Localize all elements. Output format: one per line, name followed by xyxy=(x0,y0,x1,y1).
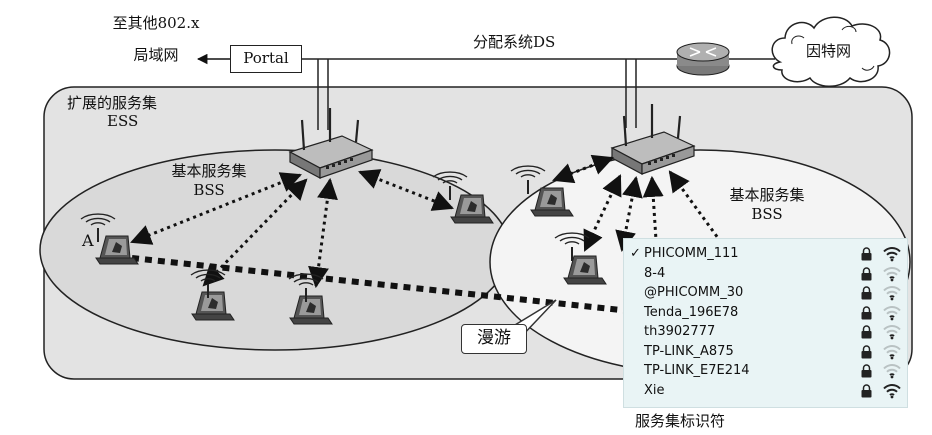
wifi-signal-icon xyxy=(883,305,901,320)
wifi-signal-icon xyxy=(883,247,901,262)
roaming-callout: 漫游 xyxy=(461,324,527,354)
wifi-network-item[interactable]: ✓PHICOMM_111 xyxy=(624,244,907,264)
other-lan-label-2: 局域网 xyxy=(133,46,179,64)
lock-icon xyxy=(861,344,872,358)
ssid-caption: 服务集标识符 xyxy=(635,412,726,430)
ess-abbr-label: ESS xyxy=(107,112,139,130)
wifi-signal-icon xyxy=(883,325,901,340)
lock-icon xyxy=(861,305,872,319)
wifi-network-name: @PHICOMM_30 xyxy=(644,285,744,300)
wifi-signal-icon xyxy=(883,286,901,301)
wifi-network-name: PHICOMM_111 xyxy=(644,246,739,261)
checkmark-icon: ✓ xyxy=(630,246,641,261)
bss1-abbr-label: BSS xyxy=(193,181,225,199)
bss1-label: 基本服务集 xyxy=(171,162,247,180)
wifi-network-name: TP-LINK_E7E214 xyxy=(644,363,750,378)
wifi-network-name: 8-4 xyxy=(644,265,666,281)
link-ap1-s4 xyxy=(358,169,454,211)
portal-box: Portal xyxy=(230,45,302,73)
wifi-network-item[interactable]: TP-LINK_E7E214 xyxy=(624,361,907,381)
wifi-network-name: th3902777 xyxy=(644,324,716,339)
link-ap2-s1 xyxy=(552,154,614,184)
ds-label: 分配系统DS xyxy=(473,33,556,51)
wifi-network-item[interactable]: Tenda_196E78 xyxy=(624,303,907,323)
lock-icon xyxy=(861,286,872,300)
wifi-network-item[interactable]: th3902777 xyxy=(624,322,907,342)
lock-icon xyxy=(861,364,872,378)
wifi-network-item[interactable]: Xie xyxy=(624,381,907,401)
wifi-network-item[interactable]: TP-LINK_A875 xyxy=(624,342,907,362)
router-icon xyxy=(676,42,730,76)
other-lan-label: 至其他802.x xyxy=(112,14,200,32)
link-ap1-s2 xyxy=(202,178,308,287)
wifi-network-item[interactable]: @PHICOMM_30 xyxy=(624,283,907,303)
wifi-network-name: Tenda_196E78 xyxy=(644,304,739,320)
lock-icon xyxy=(861,266,872,280)
wifi-signal-icon xyxy=(883,383,901,398)
wifi-signal-icon xyxy=(883,266,901,281)
wifi-signal-icon xyxy=(883,344,901,359)
lock-icon xyxy=(861,247,872,261)
wifi-network-item[interactable]: 8-4 xyxy=(624,264,907,284)
wifi-signal-icon xyxy=(883,364,901,379)
wifi-network-name: Xie xyxy=(644,382,665,398)
internet-label: 因特网 xyxy=(806,42,852,60)
wifi-network-name: TP-LINK_A875 xyxy=(644,343,734,359)
link-ap2-s3 xyxy=(615,175,643,253)
ess-label: 扩展的服务集 xyxy=(67,94,158,112)
bss2-abbr-label: BSS xyxy=(751,205,783,223)
link-ap2-s4 xyxy=(642,175,664,241)
lock-icon xyxy=(861,383,872,397)
station-a-label: A xyxy=(82,231,94,250)
internet-cloud-icon xyxy=(771,16,891,87)
bss2-label: 基本服务集 xyxy=(729,186,805,204)
lock-icon xyxy=(861,325,872,339)
